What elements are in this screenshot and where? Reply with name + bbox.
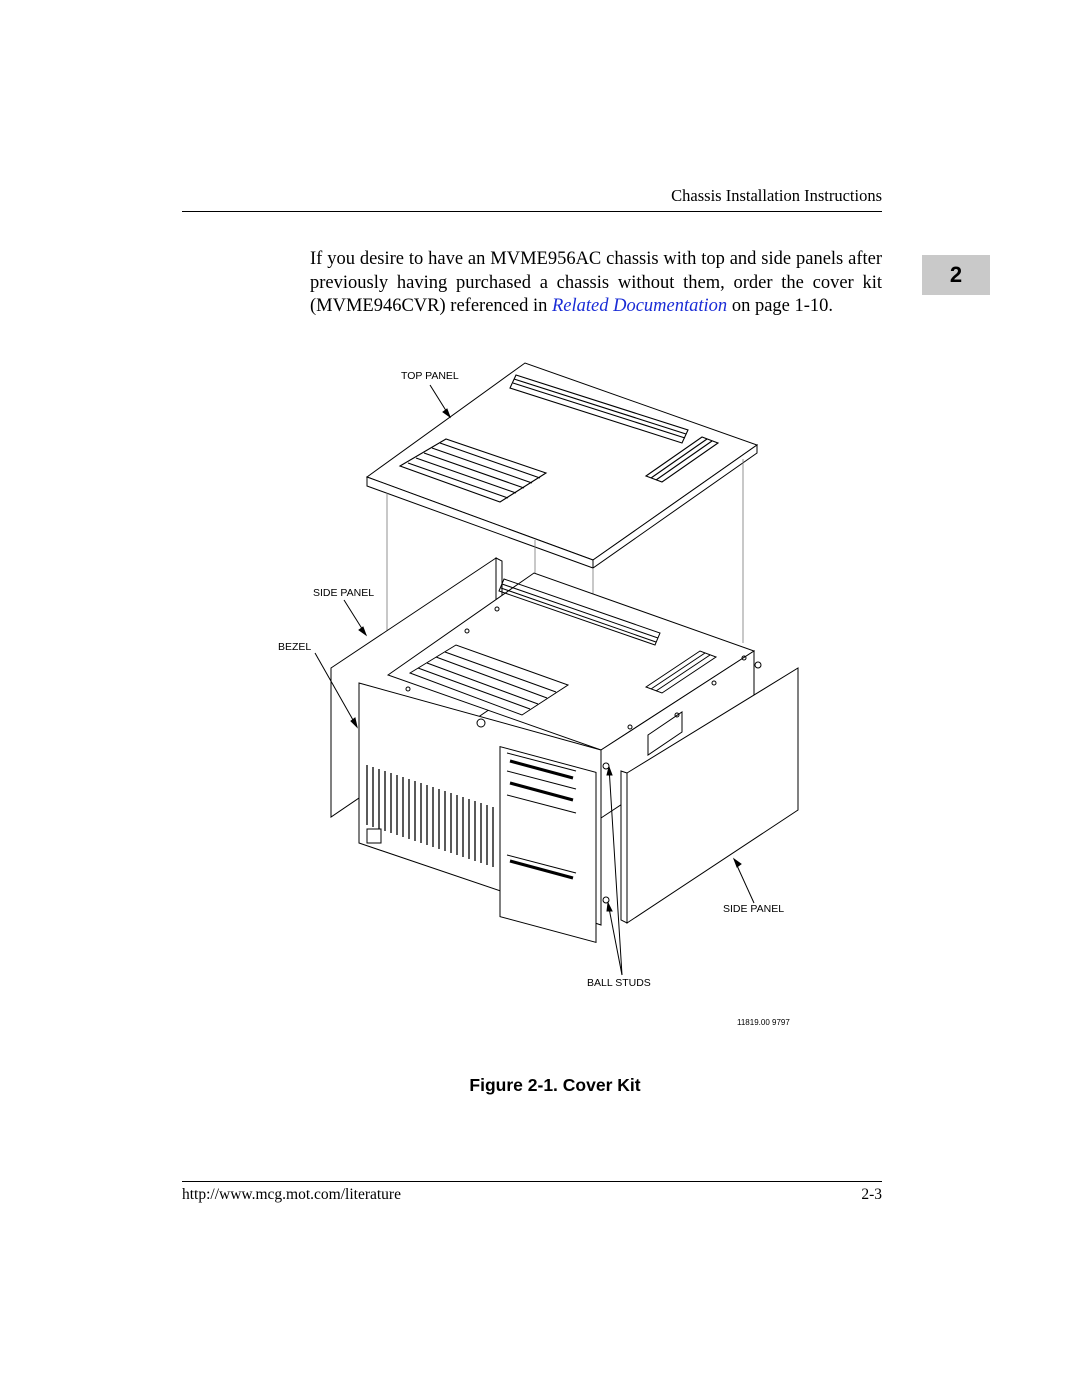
side-panel-left-label: SIDE PANEL: [313, 587, 374, 599]
chapter-tab[interactable]: 2: [922, 255, 990, 295]
right-side-panel-illustration: [602, 661, 799, 924]
bezel-label: BEZEL: [278, 641, 311, 653]
footer-url[interactable]: http://www.mcg.mot.com/literature: [182, 1186, 401, 1203]
header-rule: [182, 211, 882, 212]
ball-studs-label: BALL STUDS: [587, 977, 651, 989]
cover-kit-figure: TOP PANEL SIDE PANEL BEZEL SIDE PANEL BA…: [270, 355, 830, 1055]
side-panel-right-label: SIDE PANEL: [723, 903, 784, 915]
top-panel-illustration: [365, 362, 759, 569]
running-header: Chassis Installation Instructions: [671, 186, 882, 205]
body-text-after: on page 1-10.: [727, 296, 834, 316]
bezel-illustration: [358, 682, 602, 943]
top-panel-label: TOP PANEL: [401, 370, 459, 382]
leader-lines: [314, 384, 755, 976]
body-paragraph: If you desire to have an MVME956AC chass…: [310, 248, 882, 319]
cover-kit-drawing: TOP PANEL SIDE PANEL BEZEL SIDE PANEL BA…: [278, 362, 799, 1027]
page-number: 2-3: [861, 1186, 882, 1203]
figure-caption: Figure 2-1. Cover Kit: [469, 1075, 641, 1095]
related-documentation-link[interactable]: Related Documentation: [551, 296, 728, 316]
footer-rule: [182, 1181, 882, 1182]
drawing-number: 11819.00 9797: [737, 1018, 790, 1027]
body-text-before: If you desire to have an MVME956AC chass…: [310, 249, 882, 316]
